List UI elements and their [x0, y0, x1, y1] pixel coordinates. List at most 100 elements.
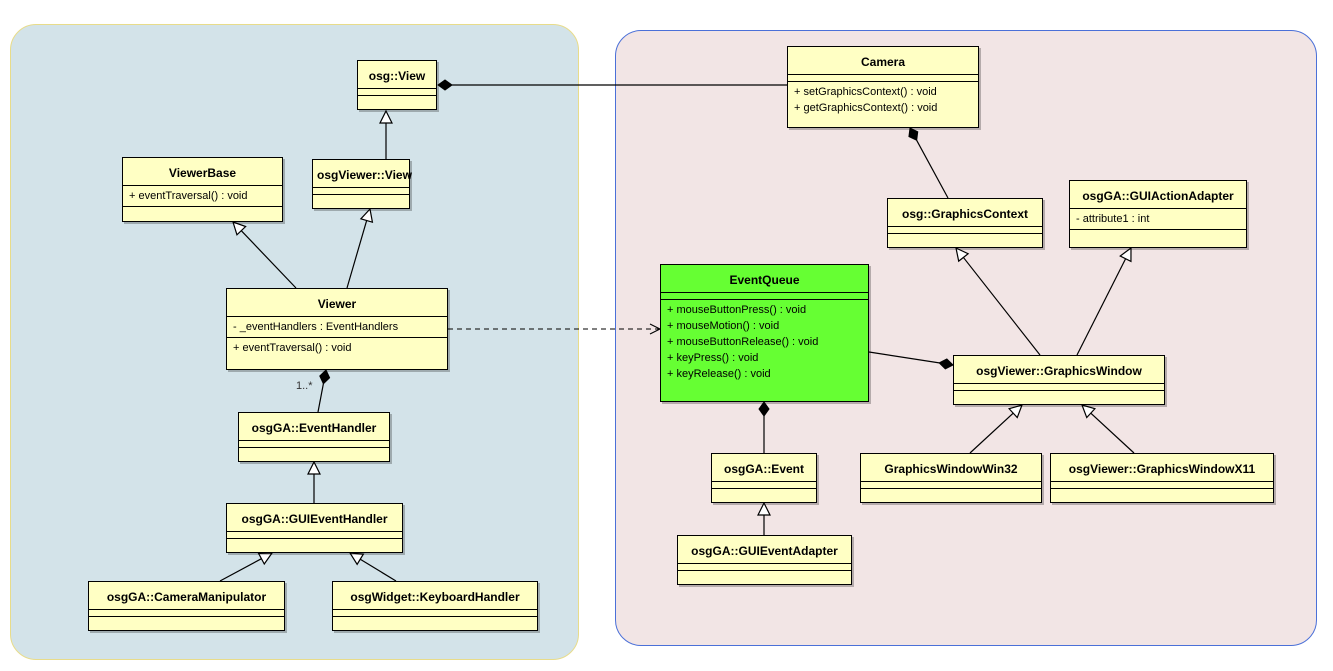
class-osgviewer-graphics-window-x11[interactable]: osgViewer::GraphicsWindowX11 — [1050, 453, 1274, 503]
class-osg-view[interactable]: osg::View — [357, 60, 437, 110]
class-name: GraphicsWindowWin32 — [884, 462, 1018, 476]
operation-line: + keyPress() : void — [667, 352, 759, 364]
operation-line: + mouseButtonRelease() : void — [667, 336, 819, 348]
class-event-queue[interactable]: EventQueue + mouseButtonPress() : void+ … — [660, 264, 869, 402]
operation-line: + getGraphicsContext() : void — [794, 102, 938, 114]
class-name: osgGA::EventHandler — [251, 421, 377, 435]
class-osgviewer-view[interactable]: osgViewer::View — [312, 159, 412, 209]
attributes-section — [788, 74, 978, 81]
operations-section — [358, 95, 436, 102]
generalization-arrowhead — [757, 501, 771, 516]
attributes-section — [333, 609, 537, 616]
class-name: osgGA::CameraManipulator — [106, 590, 267, 604]
composition-diamond — [758, 401, 770, 417]
attributes-section — [239, 440, 389, 447]
generalization-line — [359, 558, 397, 582]
attributes-section — [954, 383, 1164, 390]
composition-diamond — [437, 79, 453, 91]
generalization-line — [962, 257, 1041, 356]
generalization-arrowhead — [379, 109, 393, 124]
generalization-arrowhead — [348, 552, 365, 566]
class-name: EventQueue — [729, 273, 800, 287]
generalization-arrowhead — [1008, 404, 1023, 419]
attributes-section: - _eventHandlers : EventHandlers — [227, 316, 447, 337]
class-osgga-event-handler[interactable]: osgGA::EventHandler — [238, 412, 390, 462]
attributes-section — [89, 609, 284, 616]
operations-section — [89, 616, 284, 623]
generalization-arrowhead — [232, 221, 247, 236]
operations-section — [333, 616, 537, 623]
class-osgga-gui-action-adapter[interactable]: osgGA::GUIActionAdapter - attribute1 : i… — [1069, 180, 1247, 248]
operations-section — [239, 447, 389, 454]
attributes-section — [358, 88, 436, 95]
composition-line — [868, 351, 940, 364]
class-name: osgGA::GUIEventHandler — [241, 512, 388, 526]
operations-section: + eventTraversal() : void — [227, 337, 447, 358]
generalization-arrowhead — [359, 207, 374, 224]
attributes-section — [227, 531, 402, 538]
operation-line: + setGraphicsContext() : void — [794, 86, 937, 98]
operations-section — [1051, 488, 1273, 495]
operations-section: + mouseButtonPress() : void + mouseMotion… — [661, 299, 868, 384]
class-name: Camera — [860, 55, 906, 69]
operations-section — [712, 488, 816, 495]
class-name: osgGA::GUIActionAdapter — [1082, 189, 1234, 203]
attributes-section — [888, 226, 1042, 233]
operations-section — [954, 390, 1164, 397]
attributes-section — [1051, 481, 1273, 488]
operations-section — [123, 206, 282, 213]
operations-section — [313, 194, 409, 201]
generalization-line — [240, 230, 297, 289]
class-name: osgGA::GUIEventAdapter — [691, 544, 838, 558]
class-osgga-gui-event-adapter[interactable]: osgGA::GUIEventAdapter — [677, 535, 852, 585]
generalization-arrowhead — [1119, 246, 1132, 263]
operation-line: + mouseButtonPress() : void — [667, 304, 807, 316]
generalization-line — [219, 558, 262, 582]
class-viewer[interactable]: Viewer - _eventHandlers : EventHandlers … — [226, 288, 448, 370]
attributes-section — [678, 563, 851, 570]
composition-line — [317, 383, 324, 413]
attribute-line: + eventTraversal() : void — [129, 190, 248, 202]
class-osgga-gui-event-handler[interactable]: osgGA::GUIEventHandler — [226, 503, 403, 553]
generalization-arrowhead — [307, 460, 321, 475]
class-name: osgViewer::GraphicsWindow — [976, 364, 1142, 378]
attribute-line: - attribute1 : int — [1076, 213, 1150, 225]
multiplicity-label: 1..* — [296, 380, 313, 392]
attributes-section: + eventTraversal() : void — [123, 185, 282, 206]
class-name: osgGA::Event — [723, 462, 804, 476]
class-name: osg::View — [368, 69, 426, 83]
class-osgga-camera-manipulator[interactable]: osgGA::CameraManipulator — [88, 581, 285, 631]
class-osgga-event[interactable]: osgGA::Event — [711, 453, 817, 503]
operations-section — [888, 233, 1042, 240]
class-camera[interactable]: Camera + setGraphicsContext() : void + ge… — [787, 46, 979, 128]
class-osgwidget-keyboard-handler[interactable]: osgWidget::KeyboardHandler — [332, 581, 538, 631]
class-viewer-base[interactable]: ViewerBase + eventTraversal() : void — [122, 157, 283, 222]
class-osgviewer-graphics-window[interactable]: osgViewer::GraphicsWindow — [953, 355, 1165, 405]
generalization-arrowhead — [955, 246, 970, 263]
composition-diamond — [908, 127, 919, 142]
operation-line: + keyRelease() : void — [667, 368, 771, 380]
attributes-section — [661, 292, 868, 299]
generalization-line — [346, 220, 368, 289]
generalization-line — [1076, 258, 1127, 356]
operation-line: + eventTraversal() : void — [233, 342, 352, 354]
operations-section: + setGraphicsContext() : void + getGraphi… — [788, 81, 978, 118]
class-name: osgViewer::GraphicsWindowX11 — [1068, 462, 1256, 476]
attributes-section: - attribute1 : int — [1070, 208, 1246, 229]
attributes-section — [712, 481, 816, 488]
class-graphics-window-win32[interactable]: GraphicsWindowWin32 — [860, 453, 1042, 503]
operation-line: + mouseMotion() : void — [667, 320, 780, 332]
class-osg-graphics-context[interactable]: osg::GraphicsContext — [887, 198, 1043, 248]
operations-section — [861, 488, 1041, 495]
generalization-line — [1090, 412, 1135, 454]
generalization-arrowhead — [257, 552, 274, 566]
generalization-arrowhead — [1081, 404, 1096, 419]
composition-diamond — [938, 358, 954, 370]
attributes-section — [861, 481, 1041, 488]
operations-section — [678, 570, 851, 577]
attribute-line: - _eventHandlers : EventHandlers — [233, 321, 399, 333]
operations-section — [1070, 229, 1246, 236]
generalization-line — [969, 412, 1014, 454]
